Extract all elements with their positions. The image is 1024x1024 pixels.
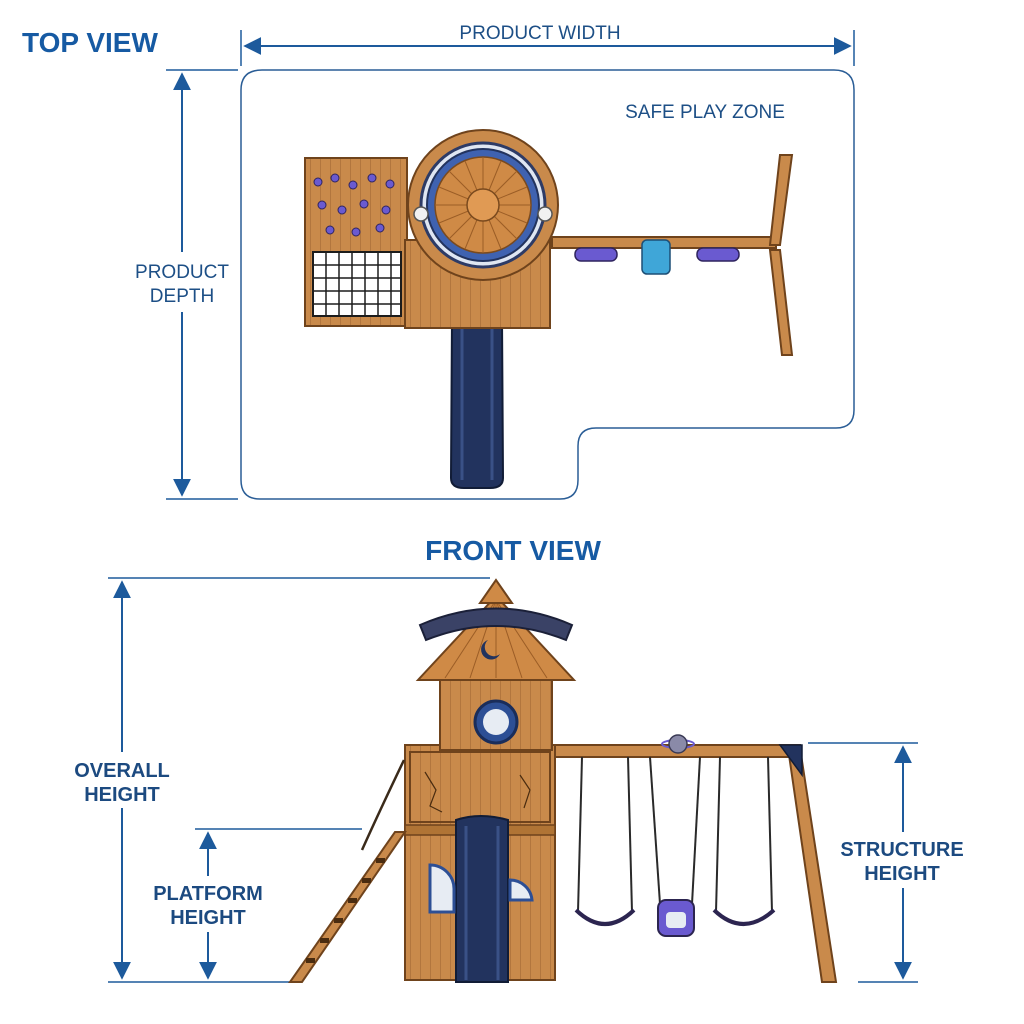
product-width-label: PRODUCT WIDTH bbox=[459, 23, 620, 44]
safe-play-zone-outline bbox=[240, 69, 855, 500]
playset-top-view bbox=[304, 129, 794, 489]
top-view-title: TOP VIEW bbox=[22, 27, 158, 58]
front-view-title: FRONT VIEW bbox=[425, 535, 601, 566]
platform-height-label-line1: PLATFORM bbox=[153, 883, 263, 905]
overall-height-label-line2: HEIGHT bbox=[84, 784, 160, 806]
platform-height-label-line2: HEIGHT bbox=[170, 907, 246, 929]
product-depth-label-line1: PRODUCT bbox=[135, 262, 229, 283]
structure-height-label-line2: HEIGHT bbox=[864, 863, 940, 885]
playset-front-view bbox=[288, 578, 838, 983]
overall-height-label-line1: OVERALL bbox=[74, 760, 170, 782]
safe-play-zone-label: SAFE PLAY ZONE bbox=[625, 102, 785, 123]
product-depth-label-line2: DEPTH bbox=[150, 286, 214, 307]
structure-height-label-line1: STRUCTURE bbox=[840, 839, 963, 861]
product-width-dimension bbox=[240, 30, 855, 66]
